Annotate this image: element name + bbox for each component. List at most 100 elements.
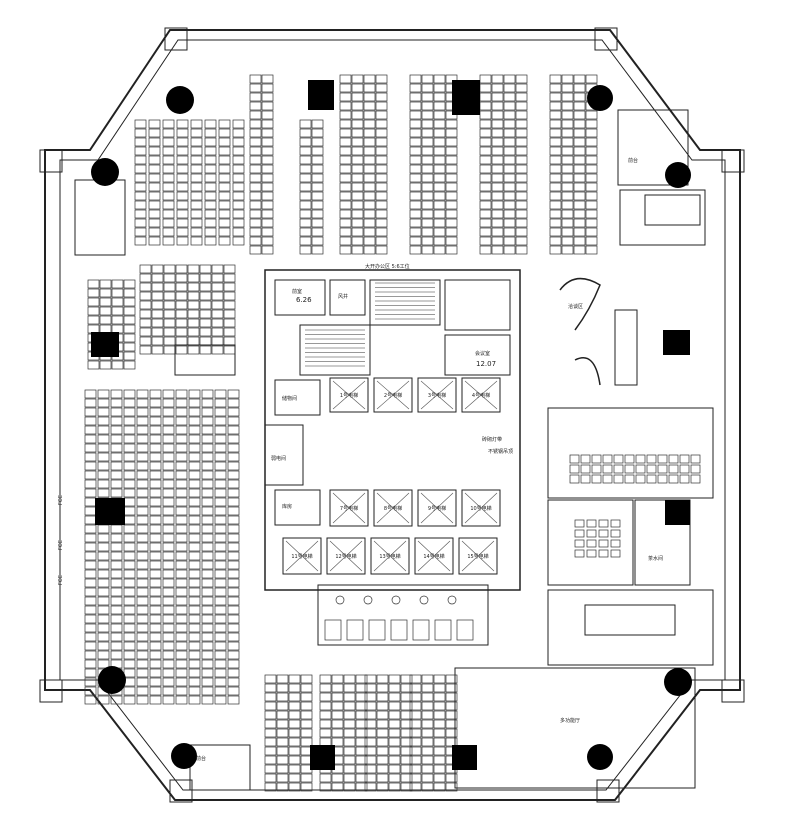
desk (503, 146, 516, 156)
desk (84, 569, 97, 579)
desk (188, 515, 201, 525)
desk (421, 218, 434, 228)
desk (598, 519, 609, 528)
desk (549, 92, 562, 102)
desk (515, 137, 528, 147)
desk (388, 683, 401, 693)
desk (657, 464, 668, 474)
label-side-3: FCC (58, 575, 64, 585)
desk (351, 137, 364, 147)
desk (515, 128, 528, 138)
desk (214, 461, 227, 471)
desk (319, 683, 332, 693)
desk (299, 137, 312, 147)
desk (151, 273, 164, 283)
desk (97, 434, 110, 444)
desk (288, 692, 301, 702)
desk (227, 686, 240, 696)
desk (162, 200, 175, 210)
desk (479, 83, 492, 93)
desk (175, 614, 188, 624)
label-room-left-top: 前室 (292, 288, 302, 295)
room-shaft (329, 279, 366, 316)
elevator-cross (376, 492, 410, 524)
desk (110, 632, 123, 642)
desk (136, 398, 149, 408)
desk (421, 173, 434, 183)
desk (421, 746, 434, 756)
desk (110, 434, 123, 444)
desk (409, 83, 422, 93)
desk (188, 497, 201, 507)
desk (110, 587, 123, 597)
desk (491, 101, 504, 111)
round-column (91, 158, 119, 186)
desk (227, 515, 240, 525)
desk (491, 119, 504, 129)
square-column (663, 330, 690, 355)
desk (299, 191, 312, 201)
desk (175, 668, 188, 678)
desk (421, 92, 434, 102)
desk (84, 434, 97, 444)
desk (84, 497, 97, 507)
desk (188, 407, 201, 417)
desk (421, 209, 434, 219)
desk (175, 309, 188, 319)
desk (110, 407, 123, 417)
desk (421, 83, 434, 93)
desk (149, 569, 162, 579)
desk (84, 668, 97, 678)
room-right-top (444, 279, 511, 331)
elevator-cross (464, 380, 498, 410)
desk (227, 632, 240, 642)
desk (375, 200, 388, 210)
desk (123, 632, 136, 642)
desk (613, 454, 624, 464)
desk (199, 264, 212, 274)
desk (561, 83, 574, 93)
elevator-cross (373, 540, 407, 572)
desk (162, 641, 175, 651)
desk (479, 191, 492, 201)
desk (585, 191, 598, 201)
desk (188, 569, 201, 579)
desk (136, 434, 149, 444)
desk (249, 218, 262, 228)
desk (549, 119, 562, 129)
desk (311, 182, 324, 192)
desk (503, 173, 516, 183)
desk (232, 164, 245, 174)
desk (249, 227, 262, 237)
desk (276, 782, 289, 792)
desk (232, 236, 245, 246)
desk (188, 623, 201, 633)
round-column (166, 86, 194, 114)
desk (445, 137, 458, 147)
desk (300, 782, 313, 792)
desk (211, 282, 224, 292)
desk (151, 282, 164, 292)
desk (445, 674, 458, 684)
desk (249, 137, 262, 147)
desk (351, 164, 364, 174)
desk (561, 110, 574, 120)
desk (175, 677, 188, 687)
desk (421, 764, 434, 774)
desk (351, 218, 364, 228)
desk (261, 218, 274, 228)
desk (214, 542, 227, 552)
desk (136, 560, 149, 570)
desk (409, 209, 422, 219)
desk (151, 300, 164, 310)
desk (503, 209, 516, 219)
desk (515, 191, 528, 201)
desk (561, 191, 574, 201)
desk (591, 474, 602, 484)
room-right-mid (444, 334, 511, 376)
meeting-table-right (644, 194, 701, 226)
desk (445, 200, 458, 210)
desk (134, 128, 147, 138)
desk (232, 146, 245, 156)
desk (355, 710, 368, 720)
